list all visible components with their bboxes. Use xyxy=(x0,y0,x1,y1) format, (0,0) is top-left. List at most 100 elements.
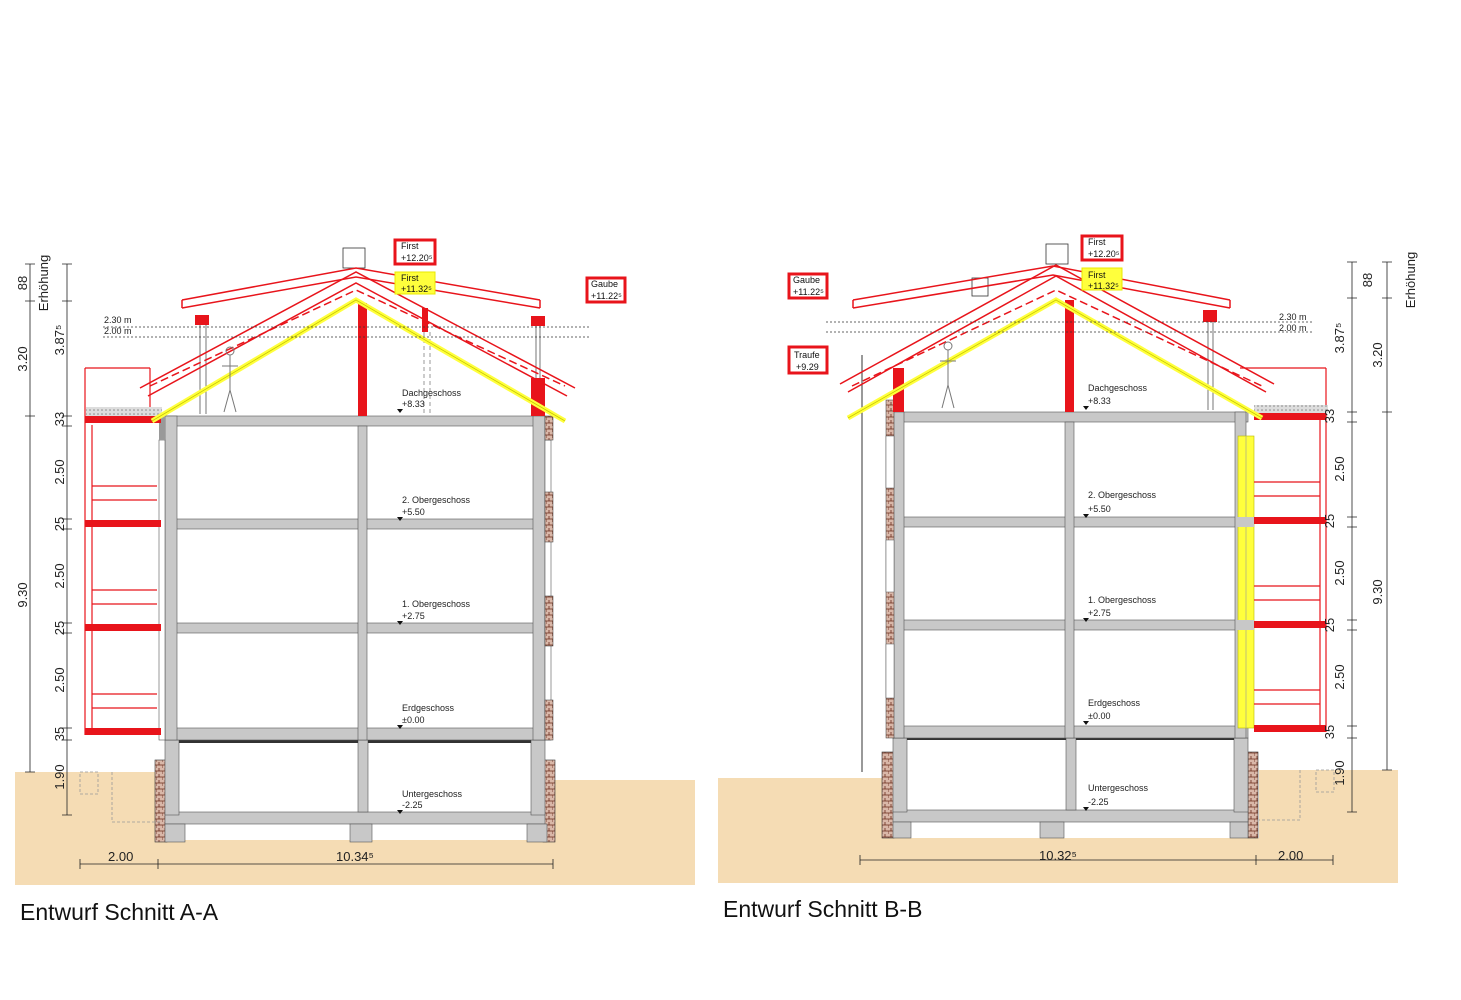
section-a: 2.30 m 2.00 m Dachgeschoss +8.33 2. Ober… xyxy=(15,238,695,885)
elevation-tags-a: First +12.20⁵ First +11.32⁵ Gaube +11.22… xyxy=(393,238,627,304)
level-value: ±0.00 xyxy=(402,715,424,725)
tag-value: +12.20⁵ xyxy=(401,253,433,263)
dim-label: 1.90 xyxy=(52,764,67,789)
level-value: +2.75 xyxy=(1088,608,1111,618)
dim-label: 25 xyxy=(52,621,67,635)
balcony-railings-a xyxy=(84,367,157,735)
level-value: +8.33 xyxy=(1088,396,1111,406)
dim-label: 25 xyxy=(1322,618,1337,632)
erhoehung-label: Erhöhung xyxy=(36,255,51,311)
level-name: Erdgeschoss xyxy=(1088,698,1141,708)
dim-label: 2.50 xyxy=(52,563,67,588)
tag-value: +11.32⁵ xyxy=(401,284,432,294)
tag-name: First xyxy=(401,273,419,283)
level-name: 1. Obergeschoss xyxy=(1088,595,1157,605)
roof-insulation-right-b xyxy=(1254,405,1328,413)
level-value: ±0.00 xyxy=(1088,711,1110,721)
level-value: -2.25 xyxy=(1088,797,1109,807)
height-lines-a xyxy=(103,326,590,338)
dim-label: 1.90 xyxy=(1332,760,1347,785)
dim-label: 3.87⁵ xyxy=(52,325,67,356)
dim-label: 35 xyxy=(52,727,67,741)
dim-label: 25 xyxy=(1322,514,1337,528)
section-b: 2.30 m 2.00 m Dachgeschoss +8.33 2. Ober… xyxy=(718,234,1418,883)
roof-new-a xyxy=(139,267,576,397)
level-name: Erdgeschoss xyxy=(402,703,455,713)
dim-label: 2.50 xyxy=(52,459,67,484)
level-labels-b: Dachgeschoss +8.33 2. Obergeschoss +5.50… xyxy=(1083,383,1157,811)
dim-label: 3.20 xyxy=(1370,342,1385,367)
bottom-dim-a xyxy=(79,859,554,869)
ground-b xyxy=(718,770,1398,883)
person-figure-a xyxy=(222,346,238,413)
dim-label: 2.50 xyxy=(1332,456,1347,481)
section-b-title: Entwurf Schnitt B-B xyxy=(723,896,922,922)
tag-value: +11.22⁵ xyxy=(793,287,824,297)
level-name: Untergeschoss xyxy=(402,789,463,799)
level-labels-a: Dachgeschoss +8.33 2. Obergeschoss +5.50… xyxy=(397,388,471,814)
ground-a xyxy=(15,772,695,885)
erhoehung-label: Erhöhung xyxy=(1403,252,1418,308)
dim-label: 2.00 xyxy=(1278,848,1303,863)
level-name: Untergeschoss xyxy=(1088,783,1149,793)
tag-value: +11.32⁵ xyxy=(1088,281,1119,291)
dim-label: 88 xyxy=(1360,273,1375,287)
dim-label: 3.20 xyxy=(15,346,30,371)
dim-label: 10.32⁵ xyxy=(1039,848,1077,863)
walls-a xyxy=(158,415,554,741)
level-value: +2.75 xyxy=(402,611,425,621)
tag-name: Traufe xyxy=(794,350,820,360)
foundation-b xyxy=(1259,769,1335,821)
tag-value: +9.29 xyxy=(796,362,819,372)
height-line-200-b: 2.00 m xyxy=(1279,323,1307,333)
dim-label: 2.50 xyxy=(1332,664,1347,689)
section-a-title: Entwurf Schnitt A-A xyxy=(20,899,219,925)
walls-b xyxy=(885,399,1255,739)
dim-chains-a xyxy=(25,263,72,816)
tag-value: +12.20⁵ xyxy=(1088,249,1120,259)
tag-name: Gaube xyxy=(793,275,820,285)
balconies-a xyxy=(85,416,161,735)
dim-label: 35 xyxy=(1322,725,1337,739)
dim-label: 25 xyxy=(52,517,67,531)
level-value: +8.33 xyxy=(402,399,425,409)
elevation-tags-b: First +12.20⁵ First +11.32⁵ Gaube +11.22… xyxy=(787,234,1124,375)
basement-b xyxy=(881,736,1259,839)
tag-name: Gaube xyxy=(591,279,618,289)
roof-new-b xyxy=(839,264,1275,393)
level-value: +5.50 xyxy=(402,507,425,517)
level-name: Dachgeschoss xyxy=(1088,383,1148,393)
level-value: +5.50 xyxy=(1088,504,1111,514)
level-name: Dachgeschoss xyxy=(402,388,462,398)
dim-label: 3.87⁵ xyxy=(1332,323,1347,354)
height-line-200-a: 2.00 m xyxy=(104,326,132,336)
height-line-230-a: 2.30 m xyxy=(104,315,132,325)
tag-name: First xyxy=(1088,237,1106,247)
level-name: 2. Obergeschoss xyxy=(402,495,471,505)
balconies-b xyxy=(1254,413,1326,732)
dim-label: 2.50 xyxy=(52,667,67,692)
bottom-dim-b xyxy=(859,855,1334,865)
tag-name: First xyxy=(401,241,419,251)
dim-label: 9.30 xyxy=(15,582,30,607)
person-figure-b xyxy=(940,341,956,409)
slabs-a xyxy=(164,415,546,741)
attic-a xyxy=(195,247,545,416)
dim-label: 33 xyxy=(1322,409,1337,423)
dim-label: 33 xyxy=(52,412,67,426)
foundation-a xyxy=(79,771,160,823)
balcony-railings-b xyxy=(1240,367,1327,732)
dim-label: 10.34⁵ xyxy=(336,849,374,864)
dim-chains-b xyxy=(1347,261,1392,813)
dim-label: 88 xyxy=(15,276,30,290)
roof-insulation-left-a xyxy=(86,407,162,416)
basement-a xyxy=(154,739,556,843)
dim-label: 2.00 xyxy=(108,849,133,864)
tag-value: +11.22⁵ xyxy=(591,291,622,301)
dim-label: 2.50 xyxy=(1332,560,1347,585)
dim-label: 9.30 xyxy=(1370,579,1385,604)
level-name: 2. Obergeschoss xyxy=(1088,490,1157,500)
level-value: -2.25 xyxy=(402,800,423,810)
height-line-230-b: 2.30 m xyxy=(1279,312,1307,322)
